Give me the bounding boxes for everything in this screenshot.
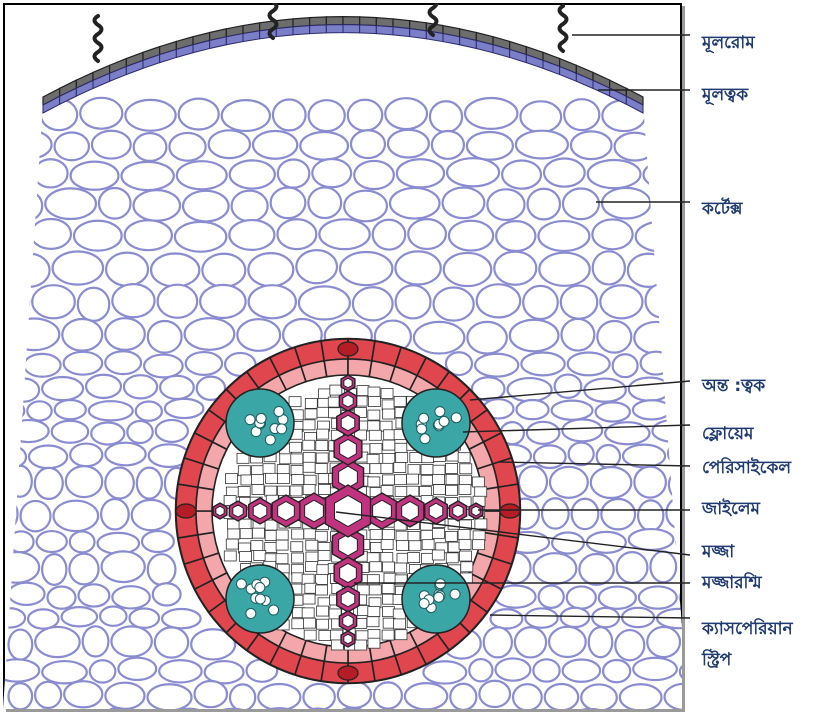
label-xylem: জাইলেম — [702, 500, 760, 520]
leader-endodermis — [470, 381, 690, 400]
label-pericycle: পেরিসাইকেল — [702, 459, 791, 479]
label-casparian-strip-2: স্ট্রিপ — [702, 651, 731, 671]
leader-casparian — [490, 615, 690, 618]
label-epiblema: মূলত্বক — [702, 86, 748, 106]
label-medullary-ray: মজ্জারশ্মি — [702, 574, 762, 594]
label-endodermis: অন্ত :ত্বক — [702, 377, 765, 397]
leader-pericycle — [500, 462, 690, 466]
leader-phloem — [463, 425, 690, 432]
label-casparian-strip-1: ক্যাসপেরিয়ান — [702, 620, 793, 640]
label-cortex: কর্টেক্স — [702, 200, 742, 220]
label-phloem: ফ্লোয়েম — [702, 425, 754, 445]
label-root-hair: মূলরোম — [702, 34, 755, 54]
leader-pith — [336, 512, 690, 555]
label-pith: মজ্জা — [702, 543, 734, 563]
